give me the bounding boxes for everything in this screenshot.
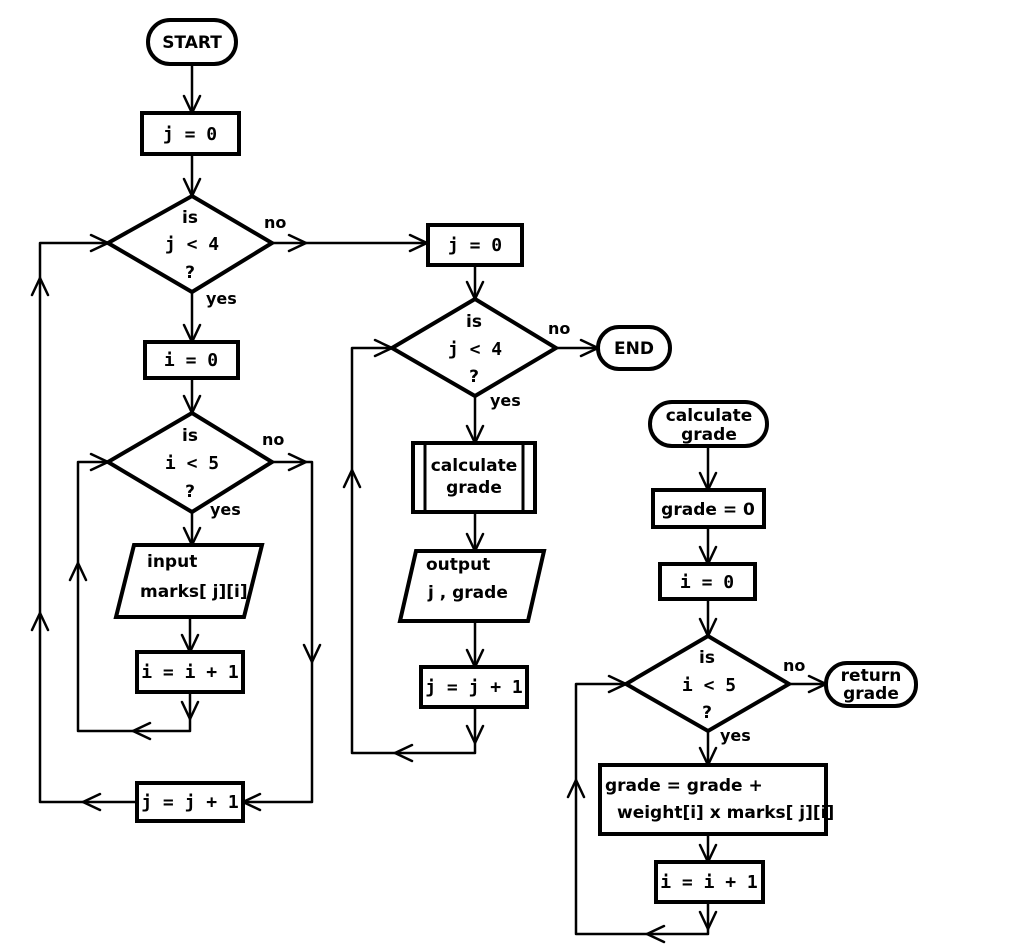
process-init-j: j = 0 bbox=[140, 111, 241, 156]
decision-i3-line1: is bbox=[699, 648, 715, 668]
process-update-line2: weight[i] x marks[ j][i] bbox=[617, 803, 834, 823]
decision-i-line1: is bbox=[182, 426, 198, 446]
io-output-line2: j , grade bbox=[427, 583, 508, 603]
process-inc-i-label: i = i + 1 bbox=[141, 662, 239, 683]
label-yes: yes bbox=[720, 726, 751, 745]
label-no: no bbox=[783, 656, 805, 675]
subroutine-start-line1: calculate bbox=[666, 406, 753, 426]
label-yes: yes bbox=[490, 391, 521, 410]
decision-j-less-4: is j < 4 ? bbox=[103, 193, 276, 295]
decision-j-line1: is bbox=[182, 208, 198, 228]
flow3-arrowheads bbox=[566, 471, 828, 944]
subroutine-start-terminal: calculate grade bbox=[648, 400, 769, 448]
io-input-line2: marks[ j][i] bbox=[140, 582, 248, 602]
process-init-i-3-label: i = 0 bbox=[680, 572, 734, 593]
decision-i-less-5: is i < 5 ? bbox=[104, 410, 276, 515]
end-label: END bbox=[614, 339, 654, 359]
start-terminal: START bbox=[146, 18, 238, 66]
process-init-j-label: j = 0 bbox=[163, 124, 217, 145]
label-no: no bbox=[264, 213, 286, 232]
decision-i-line3: ? bbox=[185, 482, 195, 502]
process-inc-i-3: i = i + 1 bbox=[654, 860, 765, 904]
return-line1: return bbox=[841, 666, 902, 686]
decision-i3-line3: ? bbox=[702, 703, 712, 723]
process-inc-j: j = j + 1 bbox=[135, 781, 245, 823]
decision-i-line2: i < 5 bbox=[165, 453, 219, 474]
flowchart-calculate-grade: calculate grade grade = 0 i = 0 is i < 5… bbox=[566, 400, 918, 944]
flow3-connectors bbox=[574, 446, 826, 936]
process-init-j-2: j = 0 bbox=[426, 223, 524, 267]
return-terminal: return grade bbox=[824, 661, 918, 708]
process-init-i: i = 0 bbox=[143, 340, 240, 380]
io-output-grade: output j , grade bbox=[397, 549, 547, 623]
process-inc-j-2-label: j = j + 1 bbox=[425, 677, 523, 698]
process-inc-j-2: j = j + 1 bbox=[419, 665, 529, 709]
flowchart-input-marks: START j = 0 is j < 4 ? no yes i = 0 is i… bbox=[30, 18, 429, 823]
io-output-line1: output bbox=[426, 555, 490, 575]
decision-j-line3: ? bbox=[185, 263, 195, 283]
decision-i-less-5-3: is i < 5 ? bbox=[622, 633, 793, 734]
io-input-line1: input bbox=[147, 552, 197, 572]
subroutine-start-line2: grade bbox=[681, 425, 737, 445]
decision-j-line2: j < 4 bbox=[165, 234, 219, 255]
io-input-marks: input marks[ j][i] bbox=[113, 543, 265, 619]
process-init-grade-label: grade = 0 bbox=[661, 500, 755, 520]
label-yes: yes bbox=[210, 500, 241, 519]
subroutine-calculate-grade: calculate grade bbox=[411, 441, 537, 514]
label-no: no bbox=[548, 319, 570, 338]
process-inc-j-label: j = j + 1 bbox=[141, 792, 239, 813]
flow2-connectors bbox=[350, 265, 598, 755]
decision-i3-line2: i < 5 bbox=[682, 675, 736, 696]
start-label: START bbox=[162, 33, 222, 53]
process-inc-i: i = i + 1 bbox=[135, 650, 245, 694]
process-update-grade: grade = grade + weight[i] x marks[ j][i] bbox=[598, 763, 834, 836]
decision-j2-line3: ? bbox=[469, 367, 479, 387]
process-init-j-2-label: j = 0 bbox=[448, 235, 502, 256]
process-init-grade: grade = 0 bbox=[651, 488, 766, 529]
process-inc-i-3-label: i = i + 1 bbox=[660, 872, 758, 893]
process-update-line1: grade = grade + bbox=[605, 776, 763, 796]
flowchart-output-grades: j = 0 is j < 4 ? no yes END calculate gr… bbox=[342, 223, 672, 763]
decision-j-less-4-2: is j < 4 ? bbox=[388, 296, 560, 399]
return-line2: grade bbox=[843, 684, 899, 704]
label-yes: yes bbox=[206, 289, 237, 308]
label-no: no bbox=[262, 430, 284, 449]
decision-j2-line2: j < 4 bbox=[448, 339, 502, 360]
process-init-i-3: i = 0 bbox=[658, 562, 757, 601]
subroutine-line2: grade bbox=[446, 478, 502, 498]
subroutine-line1: calculate bbox=[431, 456, 518, 476]
process-init-i-label: i = 0 bbox=[164, 350, 218, 371]
decision-j2-line1: is bbox=[466, 312, 482, 332]
end-terminal: END bbox=[596, 325, 672, 371]
